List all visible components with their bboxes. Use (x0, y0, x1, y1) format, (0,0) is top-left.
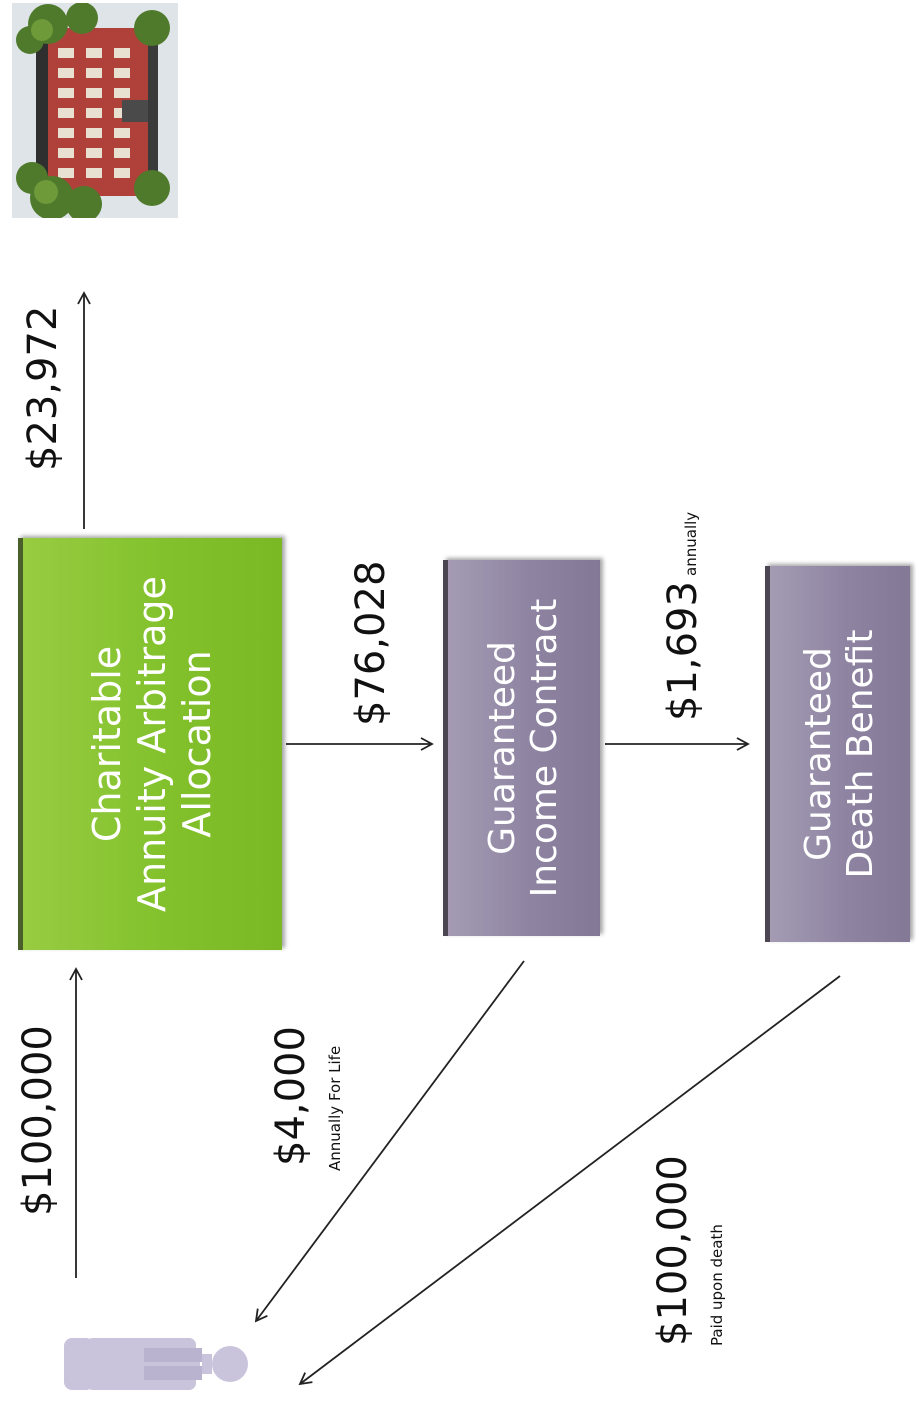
premium-label: $1,693 annually (660, 512, 706, 721)
premium-note: annually (682, 511, 700, 576)
death-payout-arrow (298, 975, 841, 1386)
allocation-line-1: Charitable (85, 645, 130, 843)
premium-amount: $1,693 (660, 581, 706, 721)
death-line-2: Death Benefit (840, 629, 881, 879)
income-payout-arrow (254, 960, 525, 1323)
income-contract-amount: $76,028 (348, 560, 394, 726)
life-income-note: Annually For Life (326, 1045, 344, 1171)
donation-amount: $100,000 (15, 1025, 61, 1216)
charitable-annuity-box: Charitable Annuity Arbitrage Allocation (18, 538, 282, 950)
allocation-line-2: Annuity Arbitrage (130, 576, 175, 912)
death-payout-note: Paid upon death (708, 1224, 726, 1346)
income-line-1: Guaranteed (481, 641, 523, 855)
charity-gift-amount: $23,972 (20, 305, 66, 471)
guaranteed-income-box: Guaranteed Income Contract (443, 560, 600, 936)
death-payout-amount: $100,000 (650, 1155, 696, 1346)
building-icon (12, 3, 178, 218)
guaranteed-death-benefit-box: Guaranteed Death Benefit (765, 566, 910, 942)
allocation-line-3: Allocation (174, 650, 219, 838)
life-income-amount: $4,000 (268, 1026, 314, 1166)
person-icon (64, 1338, 248, 1390)
income-line-2: Income Contract (524, 598, 565, 898)
death-line-1: Guaranteed (797, 647, 839, 861)
